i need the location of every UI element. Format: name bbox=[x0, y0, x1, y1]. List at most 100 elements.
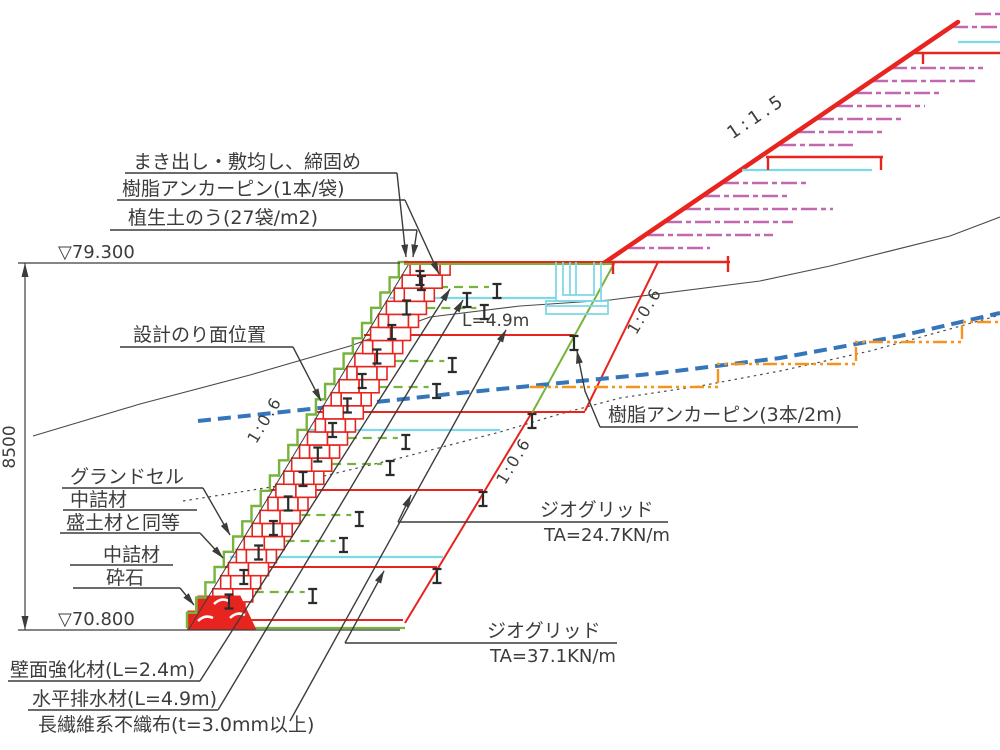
cut-slope-upper-red bbox=[584, 261, 659, 412]
brick-cell bbox=[376, 365, 388, 381]
anchor-pin-tick bbox=[254, 544, 264, 561]
drain-channel-inner bbox=[562, 262, 595, 296]
upper-slope-face-line bbox=[601, 19, 961, 266]
geogrid-layers bbox=[192, 334, 585, 621]
gravel-hatch-marks bbox=[197, 598, 246, 622]
brick-cell bbox=[391, 339, 404, 355]
brick-cell bbox=[251, 522, 263, 538]
leader bbox=[199, 288, 451, 682]
anchor-pin-tick bbox=[416, 274, 426, 292]
brick-cell bbox=[249, 574, 262, 590]
brick-cell bbox=[267, 496, 279, 512]
brick-cell bbox=[330, 391, 343, 407]
label-infill1-line1: 中詰材 bbox=[70, 489, 127, 511]
brick-cell bbox=[265, 548, 278, 564]
brick-cell bbox=[243, 535, 266, 551]
anchor-pin-tick bbox=[569, 334, 579, 352]
slope-ratio-upper: 1:1.5 bbox=[723, 89, 790, 143]
label-geogrid1-name: ジオグリッド bbox=[540, 499, 654, 521]
brick-cell bbox=[377, 313, 390, 329]
elevation-bottom: ▽70.800 bbox=[58, 609, 135, 630]
anchor-pin-tick bbox=[447, 356, 457, 374]
anchor-pin-tick bbox=[462, 291, 472, 309]
brick-cell bbox=[314, 418, 327, 433]
cut-slope-lower-red bbox=[404, 413, 532, 624]
anchor-pin-symbols bbox=[224, 269, 579, 610]
hatch-leaf bbox=[213, 598, 230, 605]
brick-cell bbox=[326, 431, 349, 446]
label-infill2-line1: 中詰材 bbox=[103, 544, 160, 566]
brick-cell bbox=[407, 313, 420, 329]
dim-arrow-up bbox=[21, 263, 29, 277]
slope-anchor-ticks bbox=[611, 52, 925, 274]
slope-ratio-cut-upper: 1:0.6 bbox=[623, 284, 666, 338]
face-step-line bbox=[185, 260, 408, 628]
original-ground-line bbox=[32, 216, 1000, 437]
anchor-pin-tick bbox=[239, 568, 249, 586]
upper-slope-drains bbox=[742, 40, 1000, 172]
label-wall-reinf: 壁面強化材(L=2.4m) bbox=[10, 659, 195, 681]
brick-cell bbox=[346, 365, 358, 381]
leader bbox=[411, 229, 419, 258]
anchor-pin-tick bbox=[432, 567, 442, 585]
leader-lines bbox=[179, 172, 601, 722]
brick-cell bbox=[247, 561, 270, 577]
height-dimension: 8500 bbox=[0, 425, 20, 468]
elevation-top: ▽79.300 bbox=[58, 242, 135, 263]
anchor-pin-tick bbox=[385, 459, 395, 477]
brick-cell bbox=[282, 470, 295, 486]
anchor-pin-tick bbox=[401, 433, 411, 451]
slope-ratio-face: 1:0.6 bbox=[243, 393, 286, 447]
drain-base-plate bbox=[545, 300, 609, 315]
label-anchor-pin-bag: 樹脂アンカーピン(1本/袋) bbox=[122, 178, 345, 200]
slope-ratio-cut-lower: 1:0.6 bbox=[492, 434, 535, 488]
geocell-brick-band bbox=[196, 261, 451, 629]
anchor-pin-tick bbox=[372, 348, 382, 365]
leader bbox=[292, 346, 322, 402]
label-vegetation-bag: 植生土のう(27袋/m2) bbox=[128, 207, 318, 229]
anchor-pin-tick bbox=[478, 490, 488, 508]
dim-arrow-down bbox=[21, 616, 29, 630]
label-horiz-drain: 水平排水材(L=4.9m) bbox=[32, 688, 217, 710]
brick-cell bbox=[290, 457, 313, 473]
brick-cell bbox=[281, 522, 294, 538]
brick-cell bbox=[405, 300, 428, 316]
anchor-pin-tick bbox=[357, 372, 367, 390]
brick-cell bbox=[279, 509, 301, 525]
anchor-pin-tick bbox=[268, 519, 278, 537]
anchor-pin-tick bbox=[308, 587, 318, 605]
leader bbox=[396, 172, 409, 258]
anchor-pin-tick bbox=[354, 510, 364, 528]
anchor-pin-tick bbox=[387, 323, 397, 341]
brick-cell bbox=[298, 444, 311, 459]
anchor-pin-tick bbox=[415, 269, 425, 287]
leader bbox=[289, 329, 507, 722]
brick-cell bbox=[219, 574, 232, 590]
brick-cell bbox=[354, 352, 376, 368]
groundwater-dashed-line bbox=[197, 311, 1000, 423]
label-infill2-line2: 砕石 bbox=[106, 567, 144, 589]
anchor-pin-tick bbox=[432, 382, 442, 400]
label-underlines bbox=[8, 172, 858, 711]
brick-cell bbox=[235, 548, 248, 564]
anchor-pin-tick bbox=[342, 397, 352, 414]
label-drain-length: L=4.9m bbox=[462, 311, 529, 331]
brick-cell bbox=[385, 300, 408, 316]
leader bbox=[179, 587, 195, 606]
upper-slope-soil-layers bbox=[629, 12, 1000, 250]
leader bbox=[576, 350, 601, 428]
leader bbox=[199, 532, 224, 559]
label-infill1-line2: 盛土材と同等 bbox=[66, 512, 180, 534]
anchor-pin-tick bbox=[283, 495, 293, 512]
label-geogrid1-ta: TA=24.7KN/m bbox=[543, 525, 670, 546]
label-ground-cell: グランドセル bbox=[70, 466, 184, 488]
brick-cell bbox=[297, 496, 309, 512]
brick-cell bbox=[245, 548, 268, 564]
anchor-pin-tick bbox=[492, 282, 502, 300]
brick-cell bbox=[312, 470, 325, 486]
brick-cell bbox=[360, 391, 373, 407]
label-anchor-pin-3per2m: 樹脂アンカーピン(3本/2m) bbox=[608, 404, 842, 426]
leader bbox=[217, 299, 464, 711]
crest-drain-structure bbox=[545, 262, 609, 315]
label-nonwoven: 長繊維系不織布(t=3.0mm以上) bbox=[38, 714, 314, 736]
